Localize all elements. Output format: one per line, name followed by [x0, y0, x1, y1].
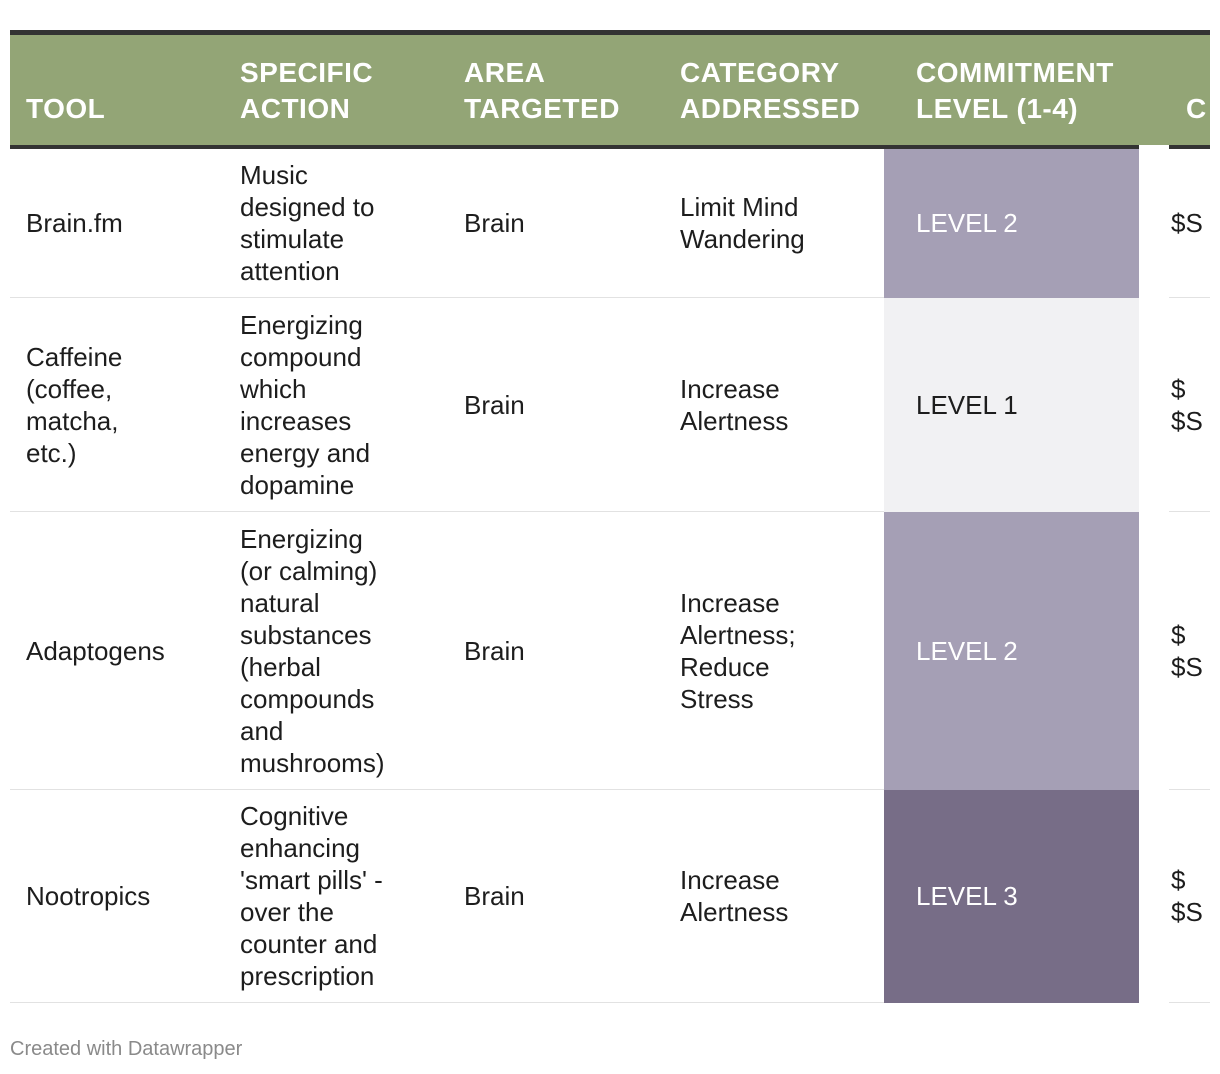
cell-tool: Nootropics: [10, 789, 224, 1003]
cell-tool: Adaptogens: [10, 511, 224, 790]
header-row: TOOL SPECIFIC ACTION AREA TARGETED CATEG…: [10, 30, 1210, 149]
cell-category-addressed: Increase Alertness: [664, 789, 884, 1003]
header-commitment-level[interactable]: COMMITMENT LEVEL (1-4): [884, 30, 1154, 149]
cell-cost: $ $S: [1154, 511, 1210, 790]
header-cost[interactable]: C: [1154, 30, 1210, 149]
cell-category-addressed: Increase Alertness: [664, 297, 884, 512]
cell-commitment-level: LEVEL 2: [884, 511, 1169, 790]
cell-category-addressed: Limit Mind Wandering: [664, 147, 884, 298]
header-category-addressed[interactable]: CATEGORY ADDRESSED: [664, 30, 884, 149]
cell-area-targeted: Brain: [448, 511, 664, 790]
cell-cost: $ $S: [1154, 297, 1210, 512]
header-specific-action[interactable]: SPECIFIC ACTION: [224, 30, 448, 149]
cell-commitment-level: LEVEL 1: [884, 297, 1169, 512]
table-header: TOOL SPECIFIC ACTION AREA TARGETED CATEG…: [10, 30, 1210, 149]
cell-category-addressed: Increase Alertness; Reduce Stress: [664, 511, 884, 790]
cell-area-targeted: Brain: [448, 147, 664, 298]
cell-area-targeted: Brain: [448, 297, 664, 512]
cell-specific-action: Energizing (or calming) natural substanc…: [224, 511, 448, 790]
cell-cost: $ $S: [1154, 789, 1210, 1003]
cell-tool: Brain.fm: [10, 147, 224, 298]
data-table-container: TOOL SPECIFIC ACTION AREA TARGETED CATEG…: [10, 30, 1210, 1003]
header-area-targeted[interactable]: AREA TARGETED: [448, 30, 664, 149]
cell-tool: Caffeine (coffee, matcha, etc.): [10, 297, 224, 512]
cell-area-targeted: Brain: [448, 789, 664, 1003]
cell-specific-action: Energizing compound which increases ener…: [224, 297, 448, 512]
cell-commitment-level: LEVEL 3: [884, 789, 1169, 1003]
header-tool[interactable]: TOOL: [10, 30, 224, 149]
cell-specific-action: Music designed to stimulate attention: [224, 147, 448, 298]
cell-specific-action: Cognitive enhancing 'smart pills' - over…: [224, 789, 448, 1003]
cell-commitment-level: LEVEL 2: [884, 147, 1169, 298]
cell-cost: $S: [1154, 147, 1210, 298]
table-row: Caffeine (coffee, matcha, etc.)Energizin…: [10, 297, 1210, 512]
datawrapper-credit: Created with Datawrapper: [10, 1038, 243, 1060]
tools-table: TOOL SPECIFIC ACTION AREA TARGETED CATEG…: [10, 30, 1210, 1003]
